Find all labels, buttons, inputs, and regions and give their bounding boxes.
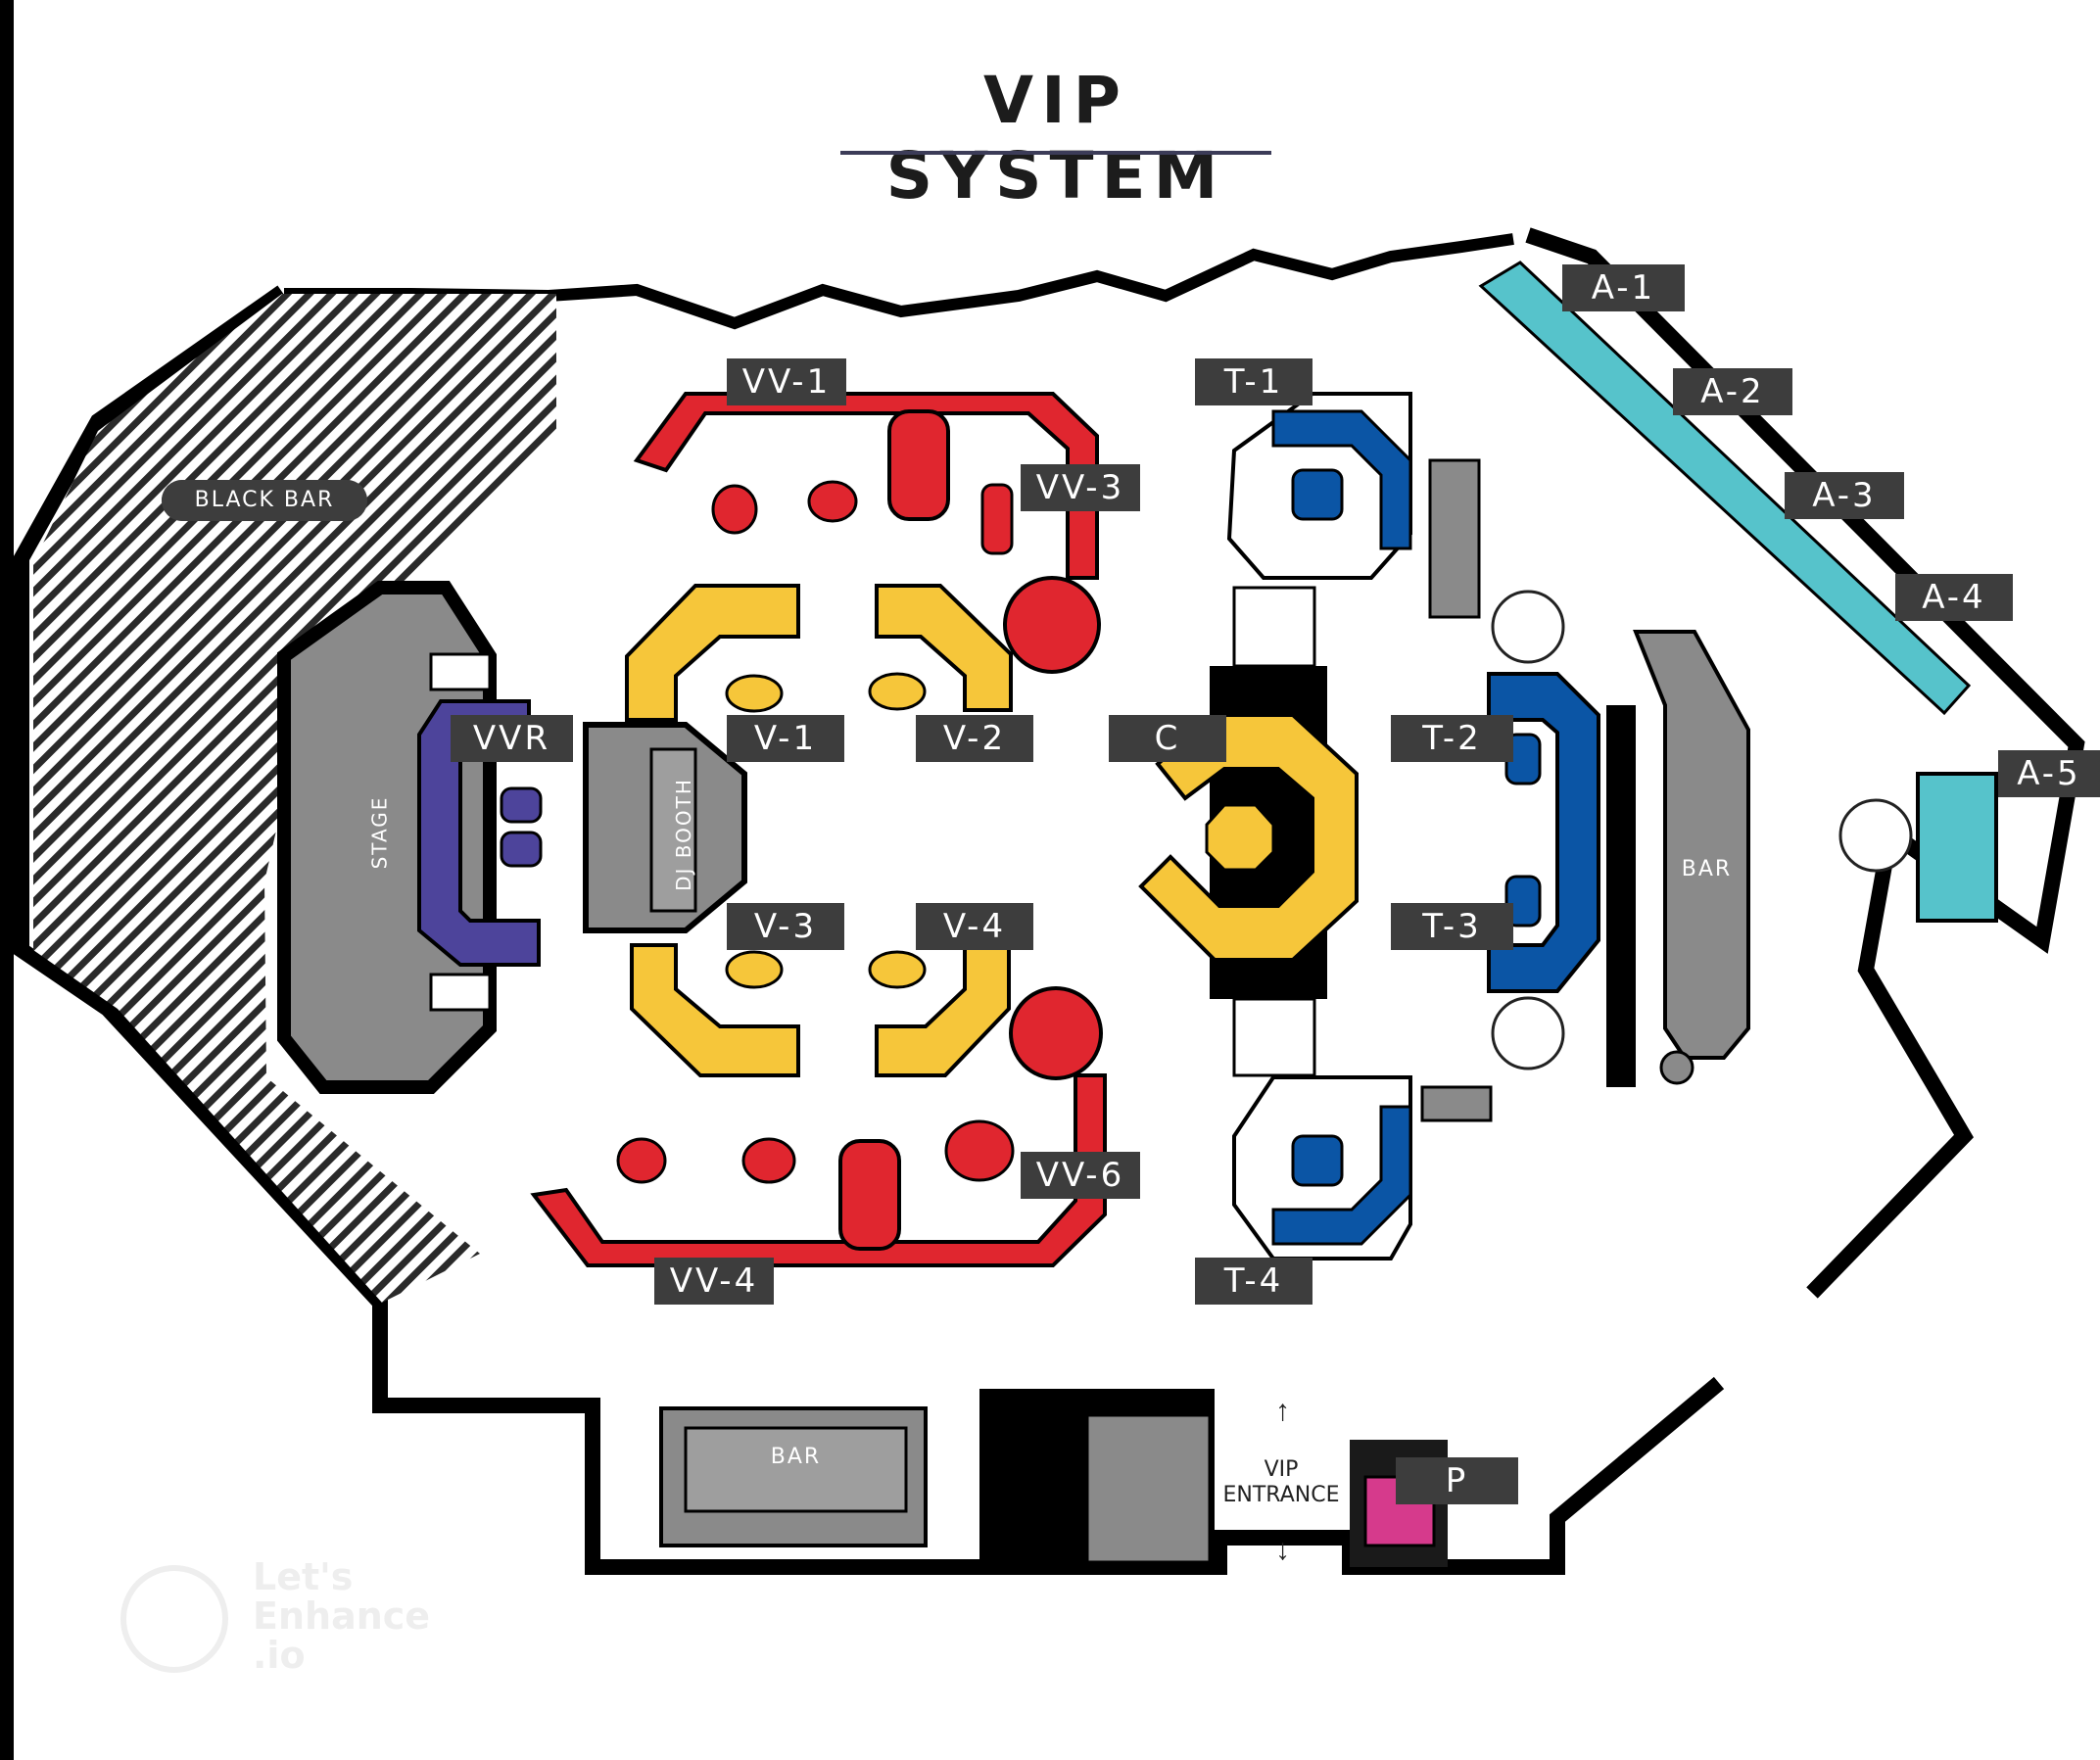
t1-stairs	[1232, 586, 1316, 668]
vvr-seat-bottom	[500, 831, 543, 868]
t1-booth	[1271, 409, 1412, 550]
bottom-gray-block	[1085, 1413, 1212, 1564]
section-t2[interactable]: T-2	[1391, 715, 1513, 762]
section-a3[interactable]: A-3	[1785, 472, 1904, 519]
vv-bottom-seat-3	[944, 1119, 1015, 1182]
vv-round-table-top	[1003, 576, 1101, 674]
t1-side-block	[1428, 458, 1481, 619]
t4-booth	[1271, 1105, 1412, 1246]
vip-entrance-line2: ENTRANCE	[1222, 1483, 1340, 1507]
t4-side-block	[1420, 1085, 1493, 1122]
right-bar	[1633, 630, 1750, 1060]
section-vv6[interactable]: VV-6	[1021, 1152, 1140, 1199]
vip-entrance-line1: VIP	[1264, 1457, 1299, 1482]
t1-table	[1291, 468, 1344, 521]
section-t4[interactable]: T-4	[1195, 1258, 1312, 1305]
a-cabana-strip	[1478, 261, 1972, 716]
dj-booth-inner	[649, 747, 697, 913]
section-t3[interactable]: T-3	[1391, 903, 1513, 950]
stage-steps-bottom	[429, 973, 492, 1012]
outer-wall	[13, 285, 1725, 1575]
section-a4[interactable]: A-4	[1895, 574, 2013, 621]
vvr-seat-top	[500, 786, 543, 824]
section-a5[interactable]: A-5	[1998, 750, 2100, 797]
section-t1[interactable]: T-1	[1195, 358, 1312, 405]
section-c[interactable]: C	[1109, 715, 1226, 762]
vv-bottom-seat-1	[616, 1137, 667, 1184]
watermark-logo-icon	[120, 1565, 228, 1673]
vv-top-seat-3	[980, 483, 1014, 555]
vv-top-seat-2	[807, 480, 858, 523]
vip-entrance-label: VIP ENTRANCE	[1213, 1457, 1350, 1508]
c-table	[1205, 803, 1275, 872]
black-bar-area	[33, 294, 556, 1303]
v1-table	[725, 674, 784, 713]
section-vv3[interactable]: VV-3	[1021, 464, 1140, 511]
watermark-line2: Enhance	[253, 1594, 431, 1638]
v2-table	[868, 672, 927, 711]
entrance-arrow-up-icon: ↑	[1275, 1395, 1290, 1427]
umbrella-icon	[1491, 996, 1565, 1070]
t4-stairs	[1232, 997, 1316, 1077]
bottom-bar-inner	[684, 1426, 908, 1513]
v1-booth	[625, 584, 800, 722]
right-bar-label: BAR	[1681, 857, 1733, 881]
stage-label: STAGE	[367, 795, 392, 870]
vv-top-band	[633, 392, 1099, 580]
bottom-bar-label: BAR	[770, 1445, 822, 1469]
umbrella-icon	[1838, 798, 1913, 873]
title-underline	[840, 151, 1271, 155]
section-vv4[interactable]: VV-4	[654, 1258, 774, 1305]
t3-seat	[1504, 875, 1542, 928]
vv-bottom-block	[838, 1139, 901, 1251]
watermark-line1: Let's	[253, 1555, 354, 1598]
section-vvr[interactable]: VVR	[451, 715, 573, 762]
v3-booth	[630, 943, 800, 1077]
section-v4[interactable]: V-4	[916, 903, 1033, 950]
section-a2[interactable]: A-2	[1673, 368, 1792, 415]
watermark-line3: .io	[253, 1634, 306, 1677]
page-title: VIP SYSTEM	[885, 63, 1226, 214]
dj-booth-label: DJ BOOTH	[671, 778, 695, 891]
section-vv1[interactable]: VV-1	[727, 358, 846, 405]
entrance-arrow-down-icon: ↓	[1275, 1534, 1290, 1566]
right-bar-divider	[1606, 705, 1636, 1087]
t4-table	[1291, 1134, 1344, 1187]
vv-bottom-seat-2	[741, 1137, 796, 1184]
stage-steps-top	[429, 652, 492, 691]
section-a1[interactable]: A-1	[1562, 264, 1685, 311]
umbrella-icon	[1491, 590, 1565, 664]
black-bar-label: BLACK BAR	[162, 480, 367, 521]
right-bar-end-cap	[1659, 1050, 1694, 1085]
section-v3[interactable]: V-3	[727, 903, 844, 950]
section-v1[interactable]: V-1	[727, 715, 844, 762]
section-p[interactable]: P	[1396, 1457, 1518, 1504]
vv-top-seat-1	[711, 484, 758, 535]
vv-top-block	[887, 409, 950, 521]
section-v2[interactable]: V-2	[916, 715, 1033, 762]
v3-table	[725, 950, 784, 989]
c-booth	[1138, 713, 1359, 962]
v2-booth	[875, 584, 1013, 712]
a5-cabana	[1916, 772, 1998, 923]
watermark-text: Let's Enhance .io	[253, 1557, 430, 1675]
v4-table	[868, 950, 927, 989]
vv-round-table-bottom	[1009, 986, 1103, 1080]
left-edge-border	[0, 0, 14, 1760]
zigzag-top-wall	[284, 233, 1514, 330]
